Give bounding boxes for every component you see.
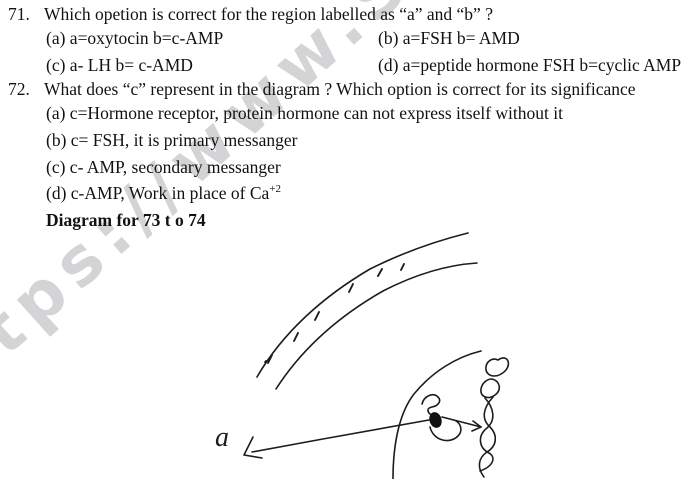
- arrow-to-dna-head: [471, 420, 482, 432]
- question-71-option-b: (b) a=FSH b= AMD: [378, 28, 520, 48]
- arrow-a-head: [243, 436, 263, 459]
- question-71-text: Which opetion is correct for the region …: [44, 4, 493, 24]
- question-71-option-d: (d) a=peptide hormone FSH b=cyclic AMP: [378, 55, 682, 75]
- question-72-option-d: (d) c-AMP, Work in place of Ca+2: [46, 183, 281, 203]
- question-72-option-b: (b) c= FSH, it is primary messanger: [46, 130, 298, 150]
- question-72-option-a: (a) c=Hormone receptor, protein hormone …: [46, 103, 563, 123]
- question-71-option-c: (c) a- LH b= c-AMD: [46, 55, 193, 75]
- receptor-dot: [429, 412, 442, 428]
- question-72-option-c: (c) c- AMP, secondary messanger: [46, 157, 281, 177]
- ca-superscript: +2: [269, 183, 282, 196]
- question-72-number: 72.: [8, 79, 30, 99]
- question-71-number: 71.: [8, 4, 30, 24]
- question-71-option-a: (a) a=oxytocin b=c-AMP: [46, 28, 224, 48]
- receptor-squiggle: [421, 394, 441, 415]
- cell-circle-arc: [392, 350, 482, 479]
- arrow-to-dna-line: [441, 416, 482, 428]
- receptor-undercurve: [429, 420, 462, 442]
- arrow-a-line: [251, 419, 430, 453]
- membrane-outer-arc: [256, 232, 469, 378]
- diagram-label-a: a: [215, 422, 229, 453]
- membrane-inner-arc: [275, 262, 478, 390]
- membrane-ticks: [264, 263, 405, 364]
- dna-squiggle: [478, 357, 510, 478]
- diagram-heading: Diagram for 73 t o 74: [46, 210, 206, 230]
- question-72-option-d-text: (d) c-AMP, Work in place of Ca: [46, 183, 270, 203]
- question-72-text: What does “c” represent in the diagram ?…: [44, 79, 636, 99]
